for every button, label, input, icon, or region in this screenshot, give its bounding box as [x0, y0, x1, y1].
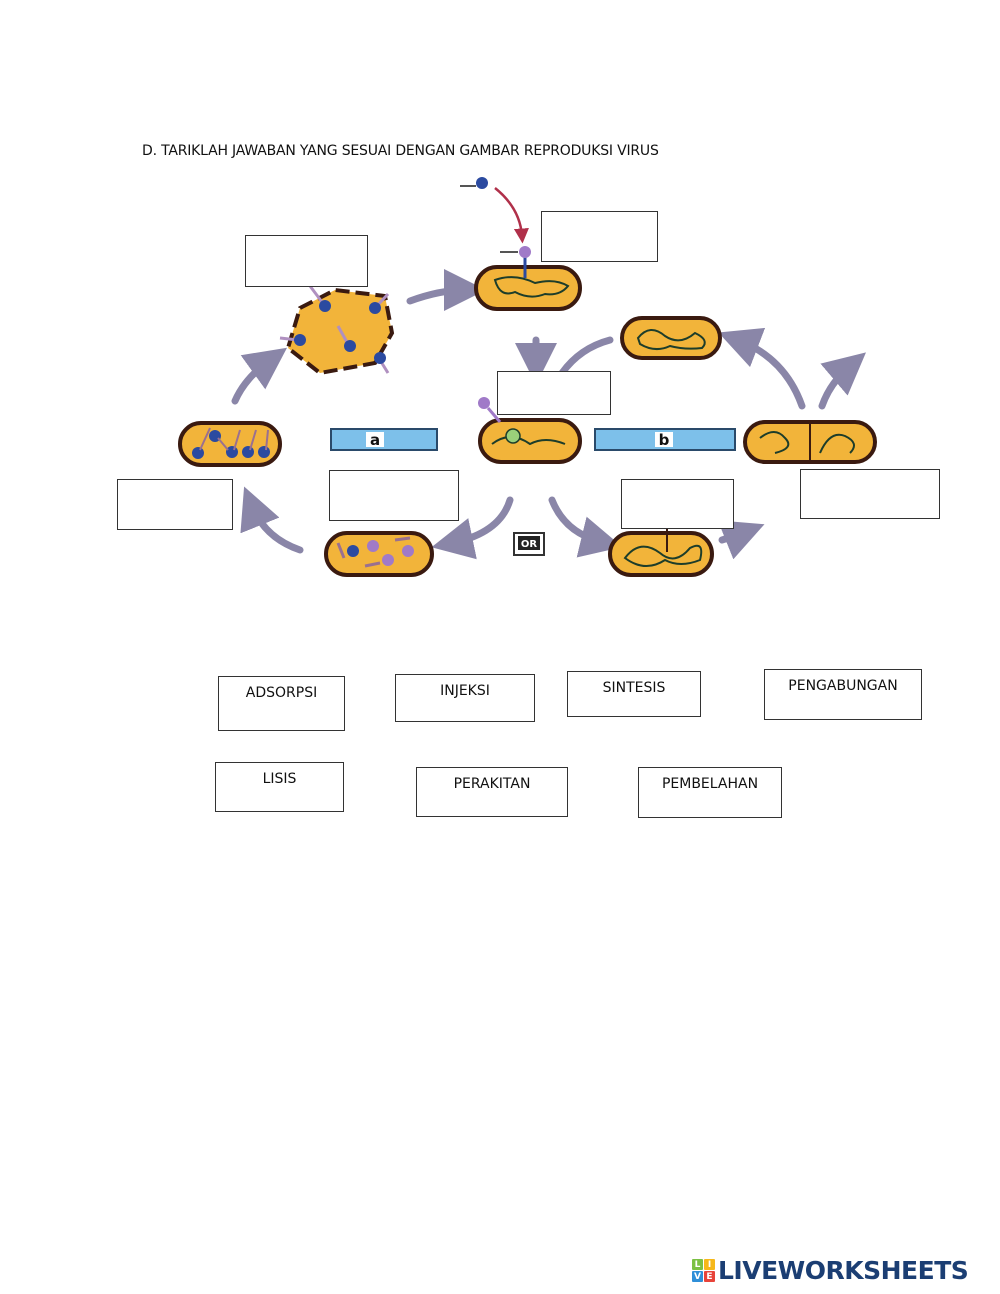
- svg-text:OR: OR: [521, 539, 538, 550]
- phage-filled-cell: [178, 421, 282, 467]
- label-bar-b: b: [594, 428, 736, 451]
- label-bar-a: a: [330, 428, 438, 451]
- attachment-cell: [460, 177, 582, 311]
- integration-cell: [608, 528, 714, 577]
- dividing-cell: [743, 420, 877, 464]
- answer-option[interactable]: SINTESIS: [567, 671, 701, 717]
- drop-box-1[interactable]: [245, 235, 368, 287]
- answer-option[interactable]: PENGABUNGAN: [764, 669, 922, 720]
- cycle-arrows: [231, 269, 866, 560]
- arrow-lytic-up: [231, 347, 288, 405]
- arrow-to-integration: [548, 496, 623, 558]
- assembly-cell: [324, 531, 434, 577]
- answer-option[interactable]: ADSORPSI: [218, 676, 345, 731]
- arrow-cell-to-center: [558, 336, 614, 377]
- answer-option[interactable]: INJEKSI: [395, 674, 535, 722]
- arrow-phage-approach: [494, 187, 529, 244]
- or-badge: OR: [513, 532, 545, 556]
- logo-text: LIVEWORKSHEETS: [718, 1256, 969, 1285]
- answer-option[interactable]: LISIS: [215, 762, 344, 812]
- answer-option[interactable]: PEMBELAHAN: [638, 767, 782, 818]
- injected-cell: [478, 397, 582, 464]
- arrow-lysogenic-up: [718, 327, 806, 410]
- drop-box-4[interactable]: [117, 479, 233, 530]
- instruction-heading: D. TARIKLAH JAWABAN YANG SESUAI DENGAN G…: [142, 143, 659, 159]
- virus-reproduction-diagram: a b OR: [178, 177, 877, 577]
- liveworksheets-logo: L I V E LIVEWORKSHEETS: [692, 1256, 969, 1285]
- arrow-to-assembly: [431, 496, 514, 560]
- drop-box-5[interactable]: [329, 470, 459, 521]
- answer-option[interactable]: PERAKITAN: [416, 767, 568, 817]
- arrow-release-to-attach: [406, 269, 486, 312]
- lysed-cell: [279, 285, 395, 376]
- drop-box-2[interactable]: [541, 211, 658, 262]
- drop-box-7[interactable]: [800, 469, 940, 519]
- arrow-assembly-to-full: [240, 486, 304, 554]
- label-a-text: a: [370, 431, 380, 449]
- label-b-text: b: [659, 431, 670, 449]
- drop-box-3[interactable]: [497, 371, 611, 415]
- lysogenic-cell: [620, 316, 722, 360]
- arrow-lysogenic-out: [818, 352, 866, 410]
- logo-icon: L I V E: [692, 1259, 715, 1282]
- drop-box-6[interactable]: [621, 479, 734, 529]
- arrow-integration-out: [717, 520, 765, 560]
